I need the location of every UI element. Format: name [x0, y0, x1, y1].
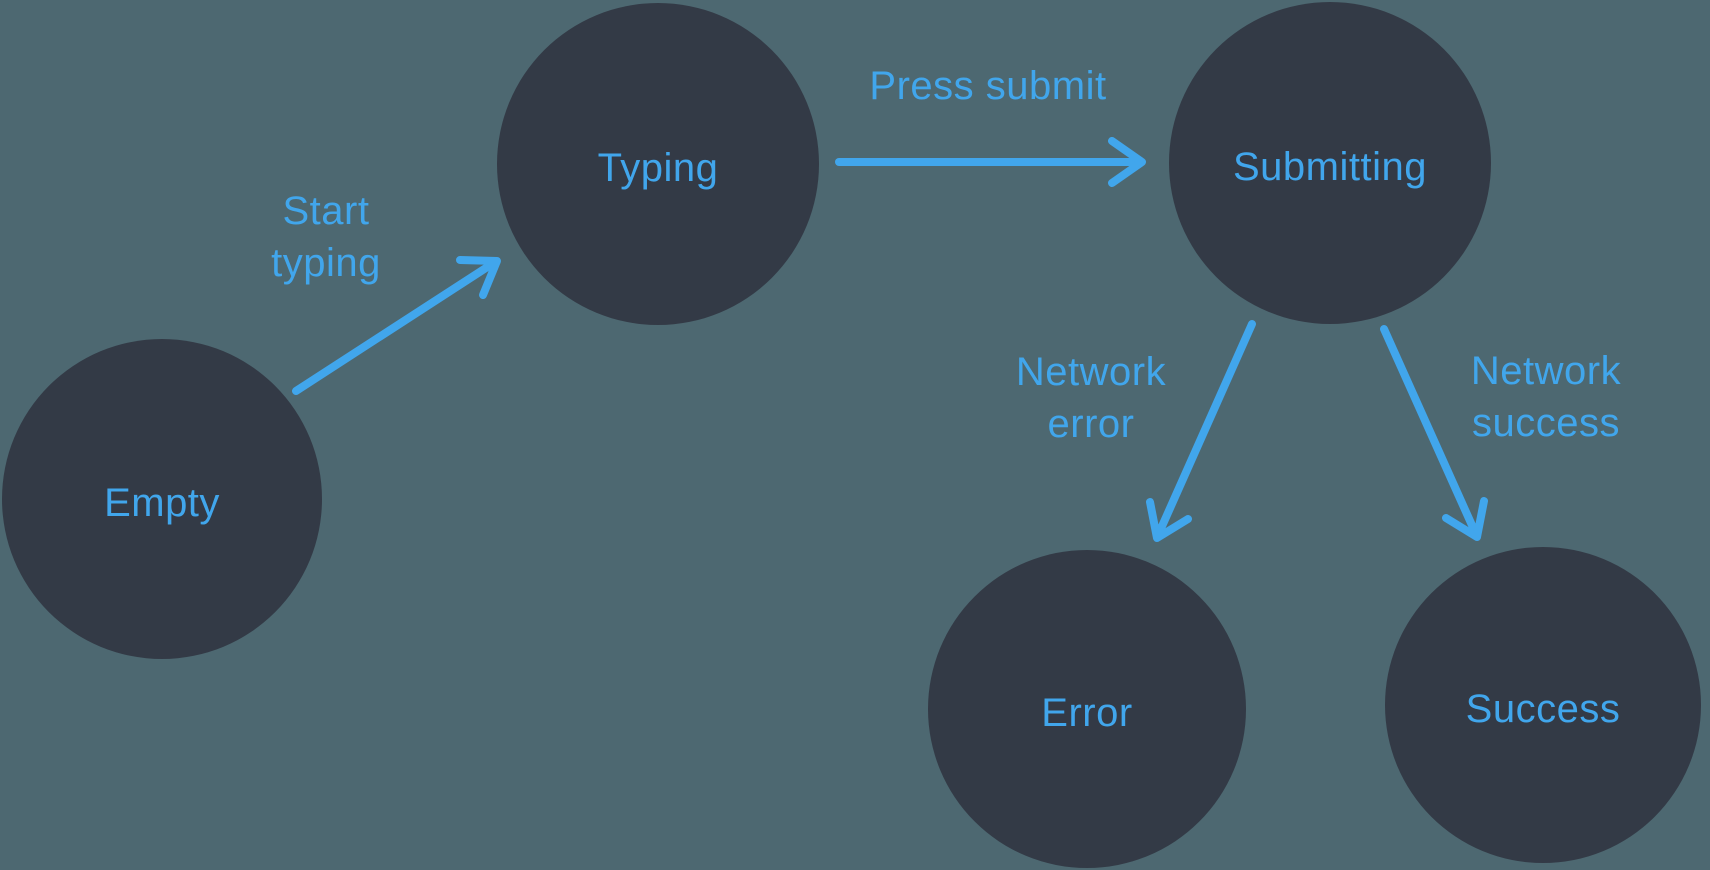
transition-label-line: Start: [282, 189, 370, 233]
arrow-shaft: [1380, 325, 1479, 536]
state-node-error: Error: [928, 550, 1246, 868]
transition-arrow-start-typing: [292, 256, 501, 395]
transition-arrow-press-submit: [835, 137, 1146, 187]
transition-label-line: typing: [271, 241, 381, 285]
transition-label-start-typing: Start typing: [271, 185, 381, 289]
arrow-head: [1108, 137, 1146, 187]
arrow-shaft: [292, 260, 496, 395]
transition-label-line: success: [1471, 401, 1620, 445]
state-node-submitting: Submitting: [1169, 2, 1491, 324]
state-node-typing: Typing: [497, 3, 819, 325]
state-node-empty: Empty: [2, 339, 322, 659]
transition-label-line: Press submit: [869, 64, 1107, 108]
transition-arrow-network-success: [1380, 325, 1488, 541]
transition-label-line: error: [1047, 402, 1135, 446]
state-label: Typing: [597, 145, 719, 190]
arrow-head: [456, 256, 501, 299]
state-label: Error: [1041, 690, 1133, 735]
state-label: Submitting: [1233, 144, 1427, 189]
state-label: Empty: [104, 480, 220, 525]
transition-label-line: Network: [1470, 349, 1622, 393]
arrow-shaft: [1155, 320, 1256, 537]
state-label: Success: [1465, 686, 1621, 731]
arrow-head: [1442, 497, 1488, 541]
transition-label-network-success: Network success: [1471, 345, 1621, 449]
arrow-head: [1146, 498, 1192, 542]
transition-arrow-network-error: [1146, 320, 1256, 542]
state-node-success: Success: [1385, 547, 1701, 863]
transition-label-press-submit: Press submit: [869, 60, 1106, 112]
transition-label-network-error: Network error: [1016, 346, 1166, 450]
transition-label-line: Network: [1015, 350, 1167, 394]
